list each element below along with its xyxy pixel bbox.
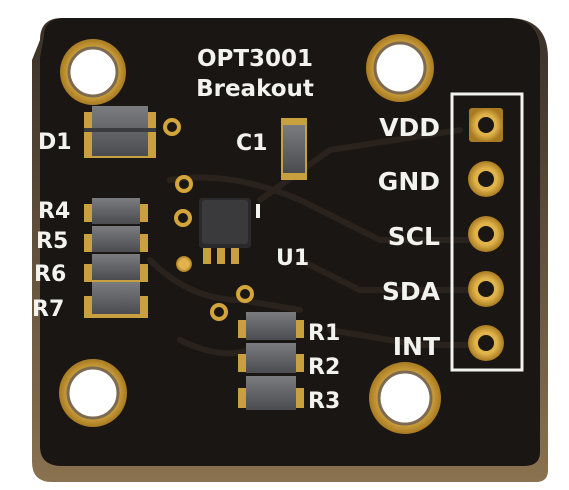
sensor-chip-u1 [199, 198, 260, 264]
label-c1: C1 [236, 131, 267, 156]
label-r3: R3 [308, 389, 340, 414]
via [174, 209, 192, 227]
mounting-hole [59, 359, 127, 427]
header-pin-pad [469, 108, 503, 142]
resistor-r7 [84, 282, 148, 318]
label-r4: R4 [38, 199, 70, 224]
board-subtitle: Breakout [196, 76, 314, 102]
mounting-hole [369, 362, 441, 434]
via [163, 118, 181, 136]
resistor-r5 [84, 226, 148, 252]
resistor-r4 [84, 198, 148, 224]
pin-label-scl: SCL [388, 222, 440, 251]
via [175, 175, 193, 193]
resistor-r6 [84, 254, 148, 282]
capacitor-c1 [281, 118, 307, 180]
mounting-hole [60, 39, 126, 105]
board-title: OPT3001 [197, 46, 313, 72]
label-r6: R6 [34, 262, 66, 287]
resistor-r1 [238, 312, 304, 340]
label-u1: U1 [276, 246, 309, 271]
via [176, 256, 192, 272]
label-d1: D1 [38, 130, 72, 155]
via [236, 285, 254, 303]
label-r7: R7 [32, 297, 64, 322]
resistor-r3 [238, 376, 304, 410]
diode-d1 [84, 106, 156, 158]
pin-label-int: INT [393, 332, 440, 361]
header-pin-pad [468, 325, 504, 361]
label-r2: R2 [308, 355, 340, 380]
header-pin-pad [468, 161, 504, 197]
via [210, 303, 228, 321]
pin-label-sda: SDA [382, 277, 441, 306]
header-pin-pad [468, 216, 504, 252]
label-r1: R1 [308, 321, 340, 346]
pin-label-vdd: VDD [379, 113, 440, 142]
resistor-r2 [238, 343, 304, 373]
mounting-hole [366, 34, 434, 102]
pin-label-gnd: GND [378, 167, 440, 196]
label-r5: R5 [36, 229, 68, 254]
header-pin-pad [468, 271, 504, 307]
header-outline [450, 92, 524, 372]
